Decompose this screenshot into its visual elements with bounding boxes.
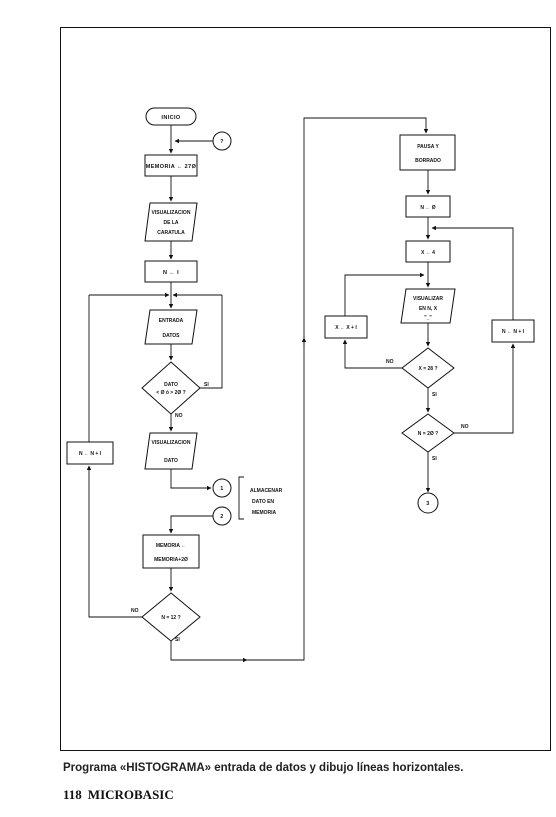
dato-check-line1: DATO <box>164 382 178 388</box>
memoria-assign-line1: MEMORIA ← <box>156 543 186 549</box>
n-20-no-label: NO <box>461 424 469 430</box>
memoria-assign-line2: MEMORIA+2Ø <box>154 557 188 563</box>
x-inc-box <box>324 315 368 339</box>
flowchart: INICIO ? MEMORIA ← 27Ø VISUALIZACION DE … <box>66 107 535 663</box>
n-inc-right-label: N ← N + I <box>502 329 525 335</box>
entrada-datos-line2: DATOS <box>162 333 180 339</box>
connector-1 <box>212 478 232 498</box>
pausa-line1: PAUSA Y <box>417 144 439 150</box>
vis-dato-line2: DATO <box>164 458 178 464</box>
entrada-datos-line1: ENTRADA <box>159 318 184 324</box>
visualizar-line1: VISUALIZAR <box>413 296 443 302</box>
almacenar-line3: MEMORIA <box>252 510 277 516</box>
start-label: INICIO <box>161 115 181 121</box>
x-28-no-label: NO <box>386 359 394 365</box>
n-inc-right-box <box>491 319 535 343</box>
magazine-name: MICROBASIC <box>87 787 174 802</box>
dato-si-label: SI <box>204 382 209 388</box>
n-20-label: N = 2Ø ? <box>418 431 438 437</box>
n-inc-left-label: N ← N + I <box>79 451 102 457</box>
page-footer: 118 MICROBASIC <box>63 787 174 803</box>
vis-dato-line1: VISUALIZACION <box>152 440 191 446</box>
x-inc-label: X ← X + I <box>335 325 357 331</box>
pausa-line2: BORRADO <box>415 158 441 164</box>
vis-caratula-line2: DE LA <box>164 220 179 226</box>
figure-caption: Programa «HISTOGRAMA» entrada de datos y… <box>63 762 464 774</box>
vis-caratula-line3: CARATULA <box>157 230 185 236</box>
vis-caratula-line1: VISUALIZACION <box>152 210 191 216</box>
visualizar-line3: "_" <box>424 315 432 321</box>
n-12-si-label: SI <box>175 637 180 643</box>
vis-dato-io <box>144 432 198 470</box>
n-12-no-label: NO <box>131 608 139 614</box>
dato-check-line2: < Ø ó > 2Ø ? <box>156 390 185 396</box>
dato-check-decision <box>141 361 201 415</box>
diagram-frame <box>60 27 551 751</box>
n-20-si-label: SI <box>432 456 437 462</box>
page-number: 118 <box>63 787 82 802</box>
n-eq-1-label: N ← I <box>163 270 179 276</box>
almacenar-line1: ALMACENAR <box>250 488 283 494</box>
visualizar-io <box>400 288 456 324</box>
x-28-label: X = 28 ? <box>418 366 437 372</box>
connector-question-label: ? <box>220 139 224 145</box>
pausa-box <box>399 134 456 171</box>
visualizar-line2: EN N, X <box>419 306 438 312</box>
almacenar-line2: DATO EN <box>252 499 274 505</box>
vis-caratula-io <box>144 202 198 242</box>
n-12-label: N = 12 ? <box>161 615 180 621</box>
n-eq-0-label: N ← Ø <box>420 205 435 211</box>
memoria-assign-box <box>142 534 200 569</box>
connector-2-label: 2 <box>220 514 223 520</box>
memoria-270-label: MEMORIA ← 27Ø <box>146 164 197 170</box>
connector-1-label: 1 <box>220 486 223 492</box>
connector-3 <box>417 492 439 514</box>
entrada-datos-io <box>144 309 198 345</box>
x-28-si-label: SI <box>432 392 437 398</box>
dato-no-label: NO <box>175 413 183 419</box>
x-eq-4-label: X ← 4 <box>421 250 435 256</box>
n-inc-left-box <box>66 441 114 465</box>
connector-3-label: 3 <box>426 501 429 507</box>
